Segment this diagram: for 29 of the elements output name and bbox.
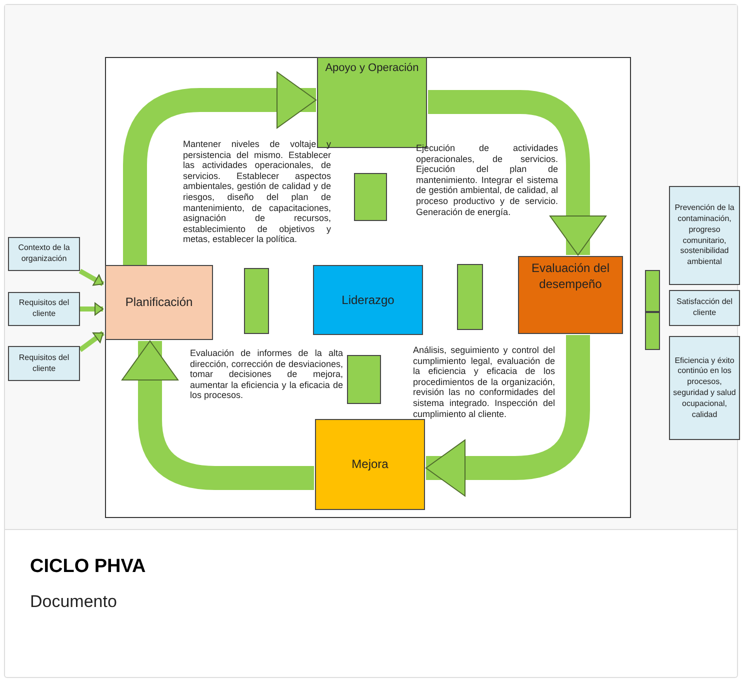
output-box: Eficiencia y éxito continúo en los procesos, seguridad y salud ocupacional, calidad [669, 336, 740, 440]
bar [347, 355, 381, 404]
bar [457, 264, 483, 330]
process-box: Evaluación del desempeño [518, 256, 623, 334]
bar [244, 268, 269, 334]
bar [645, 270, 660, 312]
input-box: Contexto de la organización [8, 237, 80, 271]
process-box: Planificación [105, 265, 213, 340]
input-box: Requisitos del cliente [8, 346, 80, 381]
process-box: Mejora [315, 419, 425, 510]
curved-arrow [426, 335, 590, 496]
input-box: Requisitos del cliente [8, 292, 80, 326]
curved-arrow [123, 72, 316, 265]
arrow [78, 268, 104, 286]
card-title: CICLO PHVA [30, 556, 147, 579]
output-box: Satisfacción del cliente [669, 290, 740, 326]
bar [645, 312, 660, 350]
output-box: Prevención de la contaminación, progreso comunitario, sostenibilidad ambiental [669, 186, 740, 285]
description-text: Evaluación de informes de la alta dirección, corrección de desviaciones, tomar decisiones de mejora, aumentar la eficiencia y la eficacia de los procesos. [190, 348, 343, 402]
bar [354, 173, 387, 221]
arrow [78, 330, 104, 352]
curved-arrow [428, 90, 606, 256]
arrow [80, 302, 104, 316]
card-subtitle: Documento [30, 592, 118, 613]
curved-arrow [122, 340, 314, 490]
description-text: Ejecución de actividades operacionales, de servicios. Ejecución del plan de mantenimiento. Integrar el sistema de gestión ambiental, de calidad, al proceso productivo y de servicio. Generación de energía. [416, 143, 558, 219]
description-text: Mantener niveles de voltaje y persistencia del mismo. Establecer las actividades operacionales, de servicios. Establecer aspectos ambientales, gestión de calidad y de riesgos, diseño del plan de mantenimiento, de capacitaciones, asignación de recursos, establecimiento de objetivos y metas, establecer la política. [183, 139, 331, 246]
description-text: Análisis, seguimiento y control del cumplimiento legal, evaluación de la eficiencia y eficacia de los procedimientos de la organización, revisión las no conformidades del sistema integrado. Inspección del cumplimiento al cliente. [413, 345, 555, 421]
process-box: Liderazgo [313, 265, 423, 335]
